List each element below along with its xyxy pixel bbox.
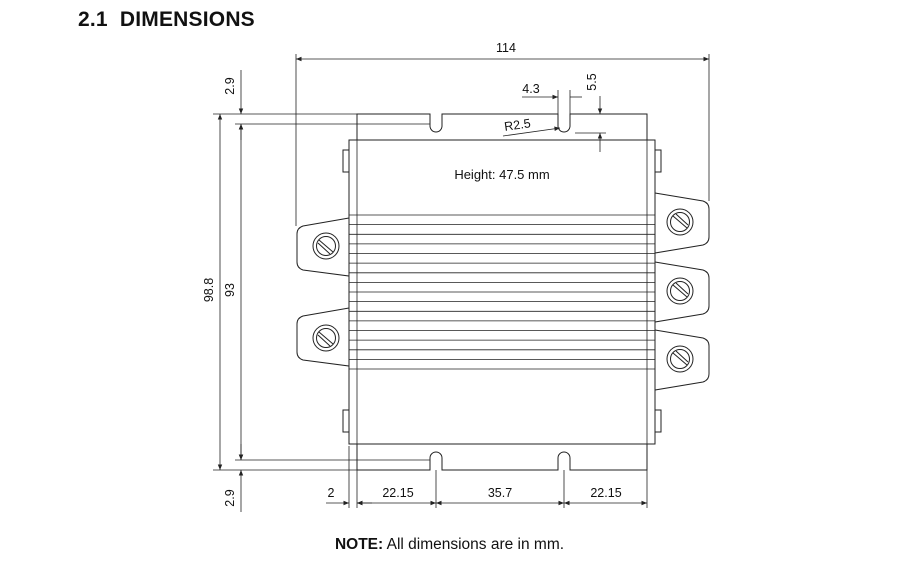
section-number: 2.1: [78, 8, 108, 31]
terminal-right-3: [654, 329, 710, 391]
side-tab-left-bottom: [342, 409, 350, 433]
svg-text:114: 114: [496, 41, 516, 55]
svg-text:22.15: 22.15: [382, 486, 413, 500]
dim-top-offset: 2.9: [223, 70, 244, 140]
side-tab-right-bottom: [654, 409, 662, 433]
heatsink-fins: [349, 214, 655, 370]
section-heading: 2.1 DIMENSIONS: [78, 8, 255, 32]
section-title: DIMENSIONS: [119, 8, 255, 31]
svg-text:R2.5: R2.5: [503, 116, 531, 134]
mounting-plate-top-outline: [356, 113, 648, 140]
svg-text:98.8: 98.8: [202, 278, 216, 302]
svg-text:2.9: 2.9: [223, 77, 237, 94]
svg-text:93: 93: [223, 283, 237, 297]
note-text: All dimensions are in mm.: [383, 536, 565, 553]
terminal-right-1: [654, 192, 710, 254]
svg-text:2.9: 2.9: [223, 489, 237, 506]
svg-text:4.3: 4.3: [522, 82, 539, 96]
dim-bottom-offset: 2.9: [223, 444, 244, 512]
terminal-left-2: [296, 307, 350, 367]
svg-text:2: 2: [328, 486, 335, 500]
svg-text:5.5: 5.5: [585, 73, 599, 90]
dim-bottom-segments: 2 22.15 35.7 22.15: [326, 446, 648, 508]
svg-text:22.15: 22.15: [590, 486, 621, 500]
dim-overall-width: 114: [295, 41, 710, 226]
dim-slot: 4.3 5.5 R2.5: [502, 73, 606, 152]
note-label: NOTE:: [334, 536, 384, 553]
footnote: NOTE: All dimensions are in mm.: [0, 536, 899, 554]
terminal-left-1: [296, 217, 350, 277]
svg-text:35.7: 35.7: [488, 486, 512, 500]
mounting-plate-bottom-outline: [356, 444, 648, 471]
side-tab-left-top: [342, 149, 350, 173]
dim-vertical: 98.8 93: [202, 113, 430, 471]
height-label: Height: 47.5 mm: [454, 167, 549, 182]
side-tab-right-top: [654, 149, 662, 173]
terminal-right-2: [654, 261, 710, 323]
